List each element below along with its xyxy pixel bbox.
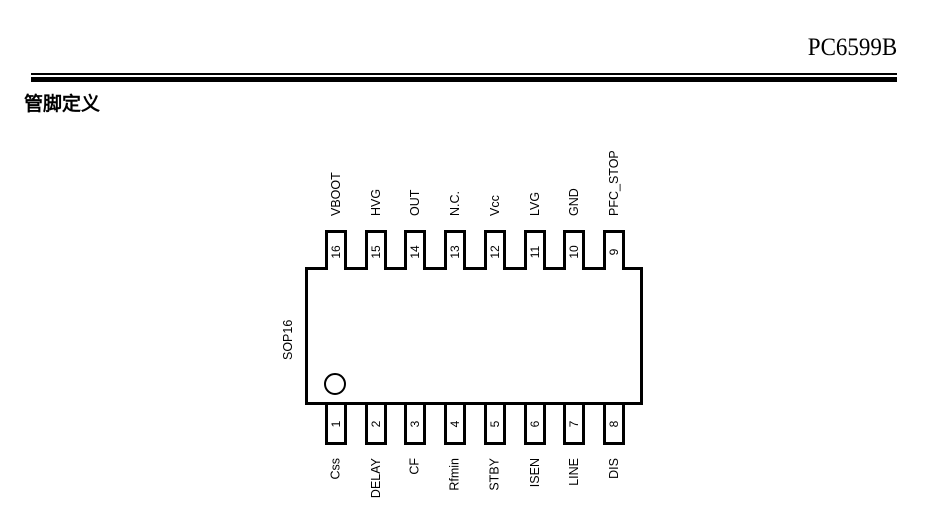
pin-bottom-4: 5 xyxy=(483,405,506,445)
pin-number: 5 xyxy=(487,420,502,427)
pin-label: LINE xyxy=(566,458,581,486)
document-title: PC6599B xyxy=(807,34,897,61)
pin-top-5: 11 xyxy=(523,230,546,270)
pin-number: 12 xyxy=(487,244,502,259)
pin-label: DELAY xyxy=(368,458,383,499)
pin-label: DIS xyxy=(606,458,621,479)
pin-number: 6 xyxy=(527,420,542,427)
pin-number: 1 xyxy=(329,420,343,427)
pin-number: 9 xyxy=(606,248,621,255)
pin-top-4: 12 xyxy=(483,230,506,270)
pin-bottom-5: 6 xyxy=(523,405,546,445)
pin-label: Vcc xyxy=(487,195,502,216)
pin-bottom-6: 7 xyxy=(563,405,586,445)
pin-number: 4 xyxy=(448,420,463,427)
pin-top-2: 14 xyxy=(404,230,427,270)
pin-label: N.C. xyxy=(448,191,463,216)
section-heading: 管脚定义 xyxy=(24,93,101,115)
pin-label: Rfmin xyxy=(447,458,462,491)
pin-label: ISEN xyxy=(527,458,542,488)
pin-top-1: 15 xyxy=(364,230,387,270)
pin-label: CF xyxy=(408,458,423,475)
pin-label: HVG xyxy=(368,188,383,216)
pin-label: LVG xyxy=(527,191,542,216)
pin-number: 10 xyxy=(567,244,582,259)
pin-bottom-0: 1 xyxy=(325,405,347,445)
pin-number: 11 xyxy=(527,245,542,258)
pin-label: PFC_STOP xyxy=(606,150,621,216)
pin-label: Css xyxy=(328,458,343,480)
pin-number: 2 xyxy=(368,420,383,427)
header-rule-thick xyxy=(31,77,897,82)
pin-number: 3 xyxy=(408,420,423,427)
pin-top-3: 13 xyxy=(444,230,467,270)
ic-package-body xyxy=(305,267,643,405)
pin-bottom-7: 8 xyxy=(602,405,625,445)
pin-top-7: 9 xyxy=(602,230,625,270)
pin-bottom-2: 3 xyxy=(404,405,427,445)
header-rule-thin xyxy=(31,73,897,75)
pin-bottom-3: 4 xyxy=(444,405,467,445)
pin-label: STBY xyxy=(487,458,502,491)
pin-number: 8 xyxy=(606,420,621,427)
pin-top-0: 16 xyxy=(325,230,347,270)
pin-number: 7 xyxy=(567,420,582,427)
pin-label: GND xyxy=(567,188,582,216)
package-label: SOP16 xyxy=(281,319,295,360)
pin-label: VBOOT xyxy=(329,172,343,216)
pin-number: 14 xyxy=(408,244,423,259)
pin-number: 16 xyxy=(329,244,343,259)
pin-number: 13 xyxy=(448,244,463,259)
pin-top-6: 10 xyxy=(563,230,586,270)
pin-bottom-1: 2 xyxy=(364,405,387,445)
pin1-indicator-icon xyxy=(324,373,346,395)
pin-number: 15 xyxy=(368,244,383,259)
pin-label: OUT xyxy=(408,189,423,216)
